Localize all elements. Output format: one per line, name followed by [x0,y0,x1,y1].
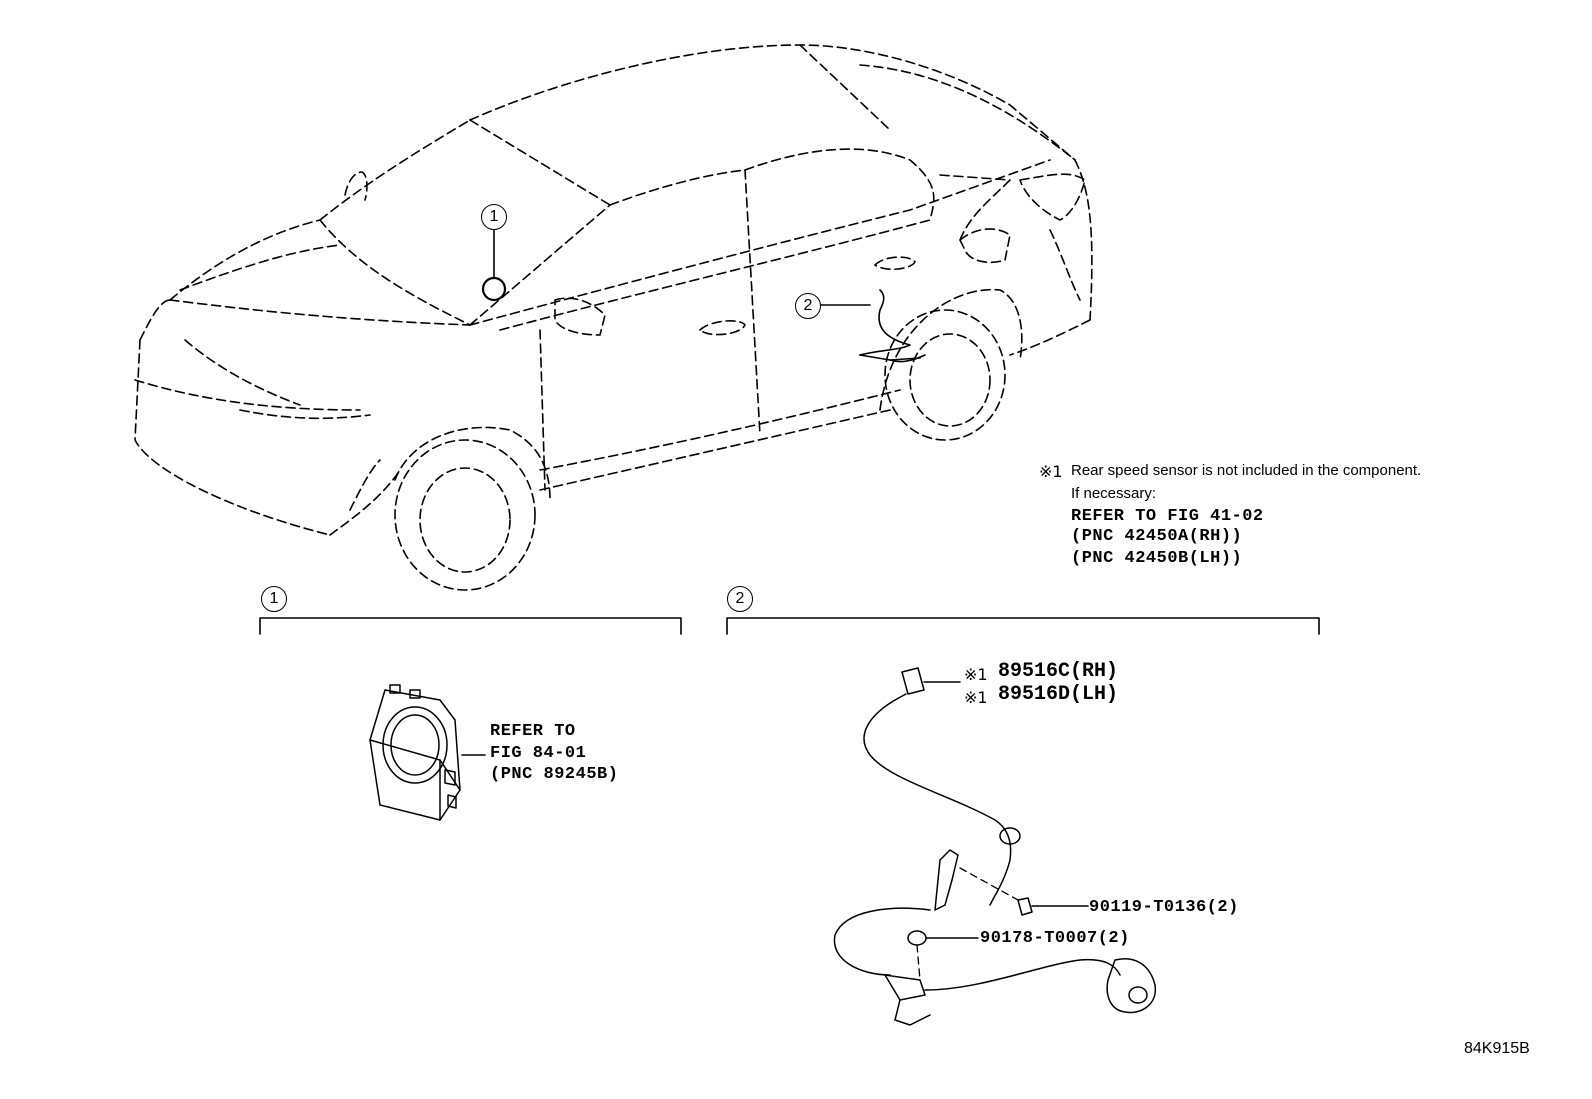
callout-2-car: 2 [795,293,821,319]
callout-2-section: 2 [727,586,753,612]
part-number-bolt: 90119-T0136(2) [1089,898,1239,917]
part-number-clip: 90178-T0007(2) [980,929,1130,948]
note-line2: If necessary: [1071,485,1157,502]
part-number-rh: 89516C(RH) [998,660,1119,683]
figure-code: 84K915B [1464,1040,1530,1057]
note-line4: (PNC 42450A(RH)) [1071,527,1243,546]
callout-1-section: 1 [261,586,287,612]
callout-1-car: 1 [481,204,507,230]
note-mark: ※1 [1039,462,1063,481]
note-line1: Rear speed sensor is not included in the… [1071,462,1422,479]
section1-ref-line1: REFER TO [490,722,576,741]
part-number-lh: 89516D(LH) [998,683,1119,706]
note-line3: REFER TO FIG 41-02 [1071,507,1264,526]
section1-ref-line3: (PNC 89245B) [490,765,619,784]
section2-mark-lh: ※1 [964,688,988,707]
section1-ref-line2: FIG 84-01 [490,744,587,763]
note-line5: (PNC 42450B(LH)) [1071,549,1243,568]
section2-mark-rh: ※1 [964,665,988,684]
